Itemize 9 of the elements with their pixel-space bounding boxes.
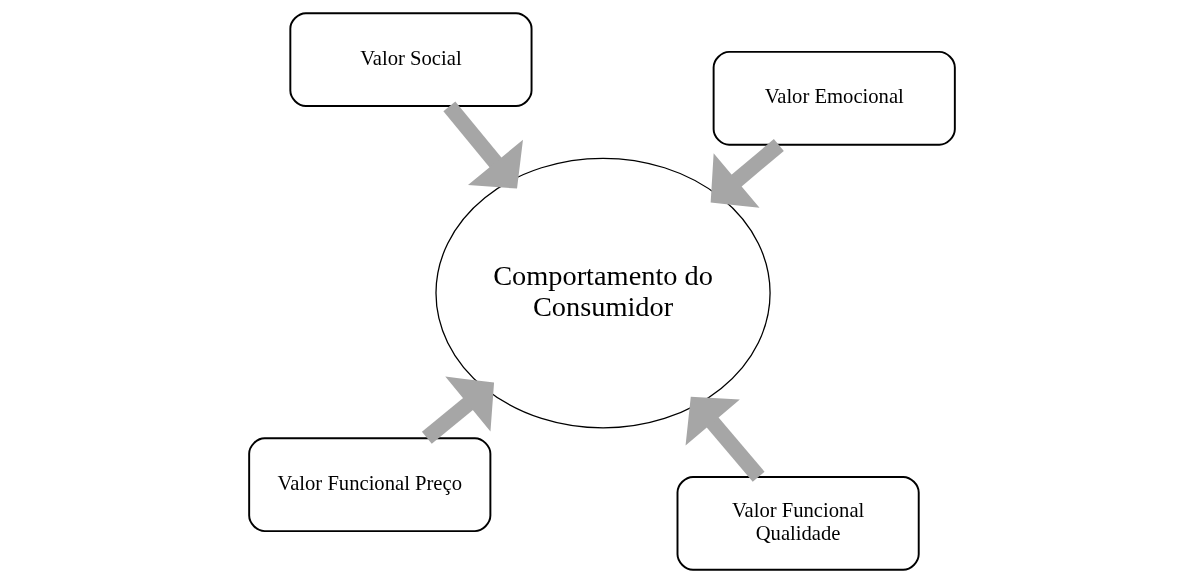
node-ellipse: Comportamento do Consumidor: [434, 157, 771, 429]
node-box: Valor Social: [288, 12, 533, 108]
arrow: [710, 139, 784, 208]
arrow: [685, 396, 765, 482]
node-box: Valor Funcional Preço: [247, 437, 491, 533]
arrow: [442, 101, 523, 189]
arrow: [421, 376, 494, 444]
node-box: Valor Funcional Qualidade: [676, 475, 920, 571]
node-box: Valor Emocional: [712, 50, 956, 146]
